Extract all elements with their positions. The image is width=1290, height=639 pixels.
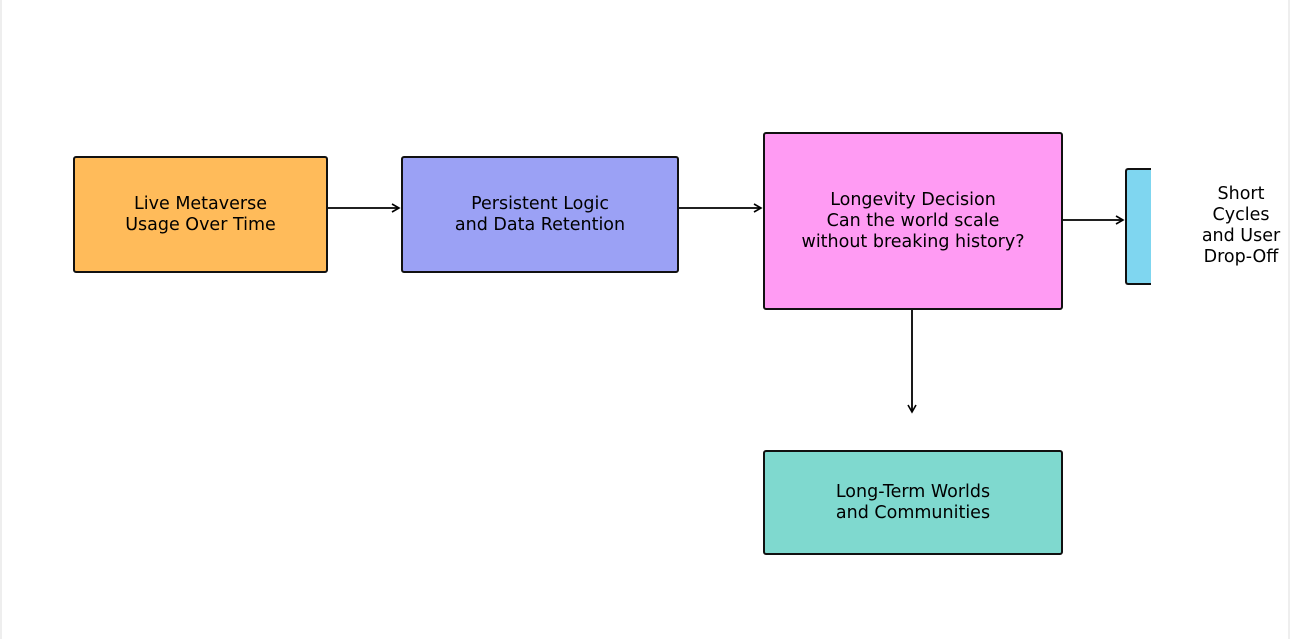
node-longevity-decision-label: Longevity Decision Can the world scale w… xyxy=(801,189,1025,252)
node-metaverse-usage: Live Metaverse Usage Over Time xyxy=(73,156,328,273)
node-metaverse-usage-label: Live Metaverse Usage Over Time xyxy=(125,193,276,235)
node-short-cycles-box xyxy=(1125,168,1151,285)
node-short-cycles-label: Short Cycles and User Drop-Off xyxy=(1201,184,1281,267)
frame-right-edge xyxy=(1288,0,1290,639)
node-persistent-logic-label: Persistent Logic and Data Retention xyxy=(454,193,626,235)
node-long-term-worlds: Long-Term Worlds and Communities xyxy=(763,450,1063,555)
node-persistent-logic: Persistent Logic and Data Retention xyxy=(401,156,679,273)
node-longevity-decision: Longevity Decision Can the world scale w… xyxy=(763,132,1063,310)
node-long-term-worlds-label: Long-Term Worlds and Communities xyxy=(835,481,991,523)
frame-left-edge xyxy=(0,0,2,639)
